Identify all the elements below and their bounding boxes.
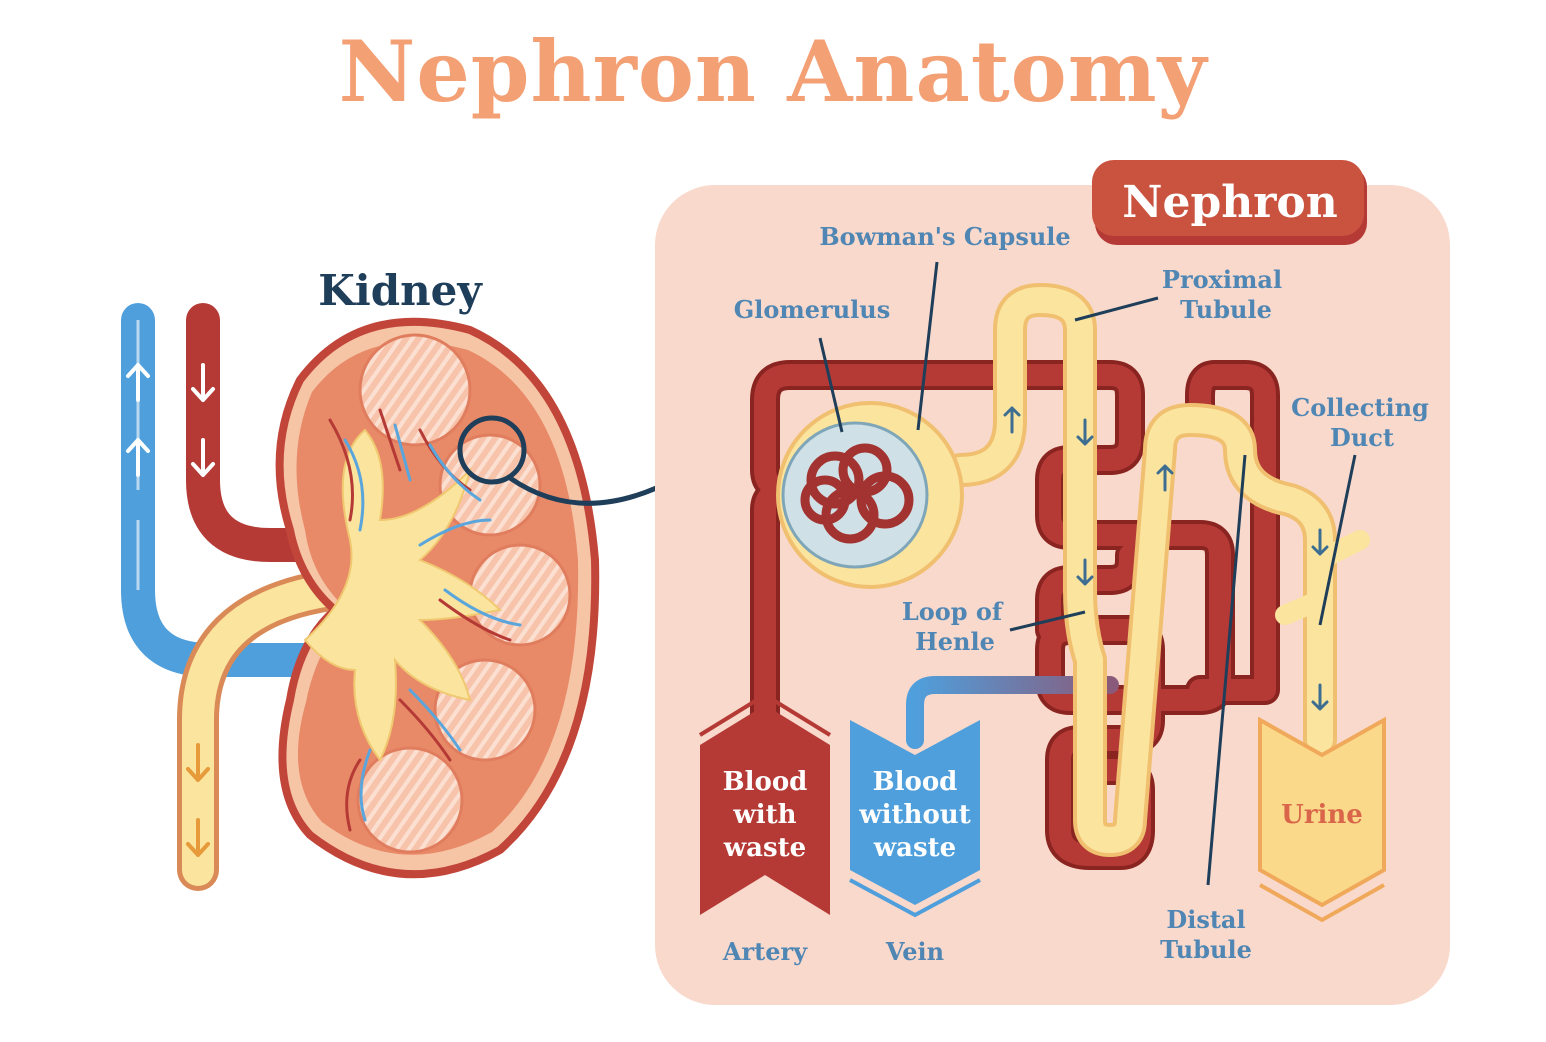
artery-block: Blood with waste Artery [698,692,832,966]
ureter-down-arrow-icon [186,743,210,857]
page-title: Nephron Anatomy [338,22,1208,121]
nephron-badge: Nephron [1092,160,1367,245]
label-glomerulus: Glomerulus [734,295,890,324]
urine-block: Urine [1258,716,1386,923]
urine-label: Urine [1281,800,1363,830]
label-bowmans-capsule: Bowman's Capsule [819,222,1070,251]
label-proximal-tubule-2: Tubule [1180,295,1272,324]
label-proximal-tubule-1: Proximal [1162,265,1282,294]
renal-pyramids [356,333,572,854]
label-distal-tubule-2: Tubule [1160,935,1252,964]
nephron-title: Nephron [1122,177,1338,228]
label-loop-of-henle-1: Loop of [902,597,1004,626]
vein-line2: without [858,800,970,830]
renal-artery [186,303,347,562]
glomerulus [800,443,914,544]
artery-line1: Blood [723,767,808,797]
renal-pelvis [303,428,503,762]
artery-line2: with [732,800,796,830]
artery-down-arrow-icon [191,363,215,477]
vein-caption: Vein [885,937,944,966]
vein-block: Blood without waste Vein [849,720,981,966]
label-distal-tubule-1: Distal [1166,905,1245,934]
kidney-vessels [328,408,522,832]
nephron-tubules [943,283,1370,857]
vein-line3: waste [873,833,956,863]
vein-line1: Blood [873,767,958,797]
tubule-flow-arrow-icon [1003,406,1329,711]
leader-lines [818,261,1357,886]
venous-capillary [906,676,1119,749]
ureter [177,569,351,891]
label-loop-of-henle-2: Henle [915,627,995,656]
label-collecting-duct-1: Collecting [1291,393,1429,422]
artery-caption: Artery [722,937,808,966]
vein-up-arrow-icon [126,363,150,477]
kidney-label: Kidney [318,266,483,315]
nephron-capillaries [750,360,1280,870]
zoom-circle-icon [457,415,527,485]
label-collecting-duct-2: Duct [1330,423,1394,452]
artery-line3: waste [723,833,806,863]
kidney [275,317,600,879]
